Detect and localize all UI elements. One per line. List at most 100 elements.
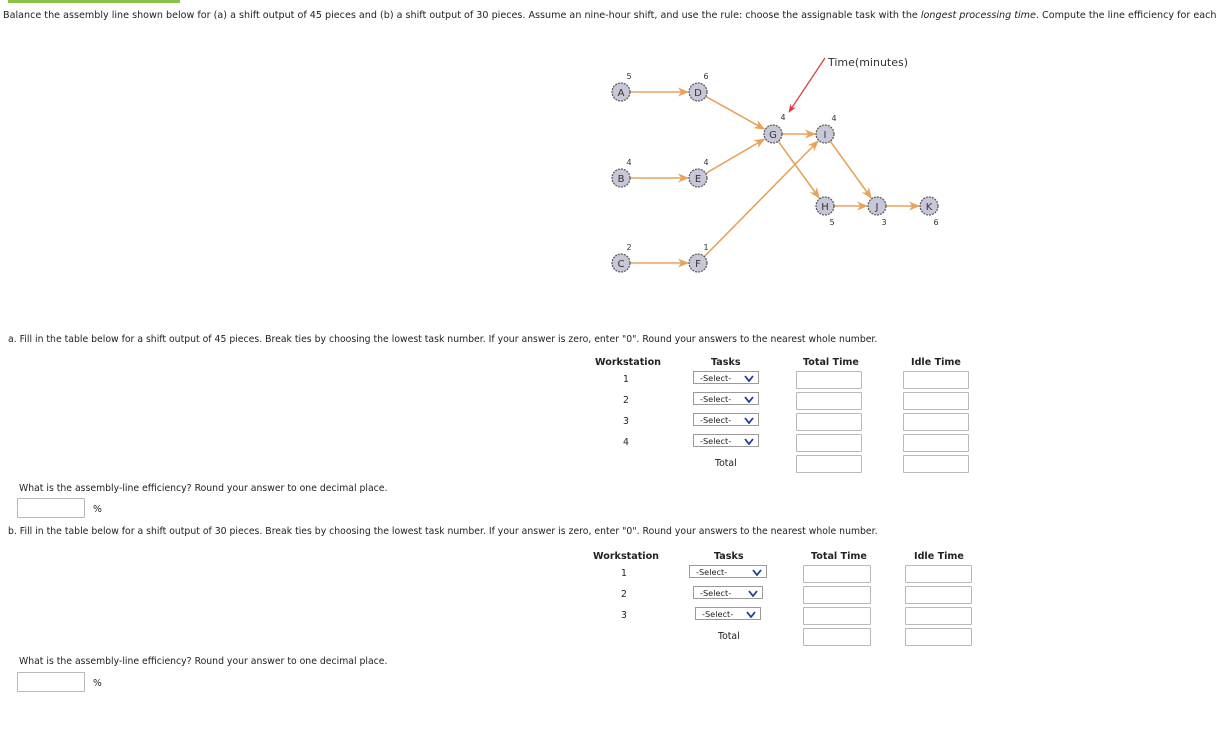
part-a-total-time-input-4[interactable] <box>796 434 862 452</box>
task-node-circle <box>611 253 631 273</box>
part-b-percent-unit: % <box>93 678 102 689</box>
task-node-D: D6 <box>688 72 709 102</box>
part-b-total-time-total-input[interactable] <box>803 628 871 646</box>
precedence-edge-F-I <box>703 140 819 258</box>
part-a-tasks-select-4[interactable]: -Select- <box>693 434 759 447</box>
task-time-label: 5 <box>626 72 631 81</box>
precedence-edge-G-H <box>777 140 820 199</box>
part-b-station-number: 1 <box>621 568 627 579</box>
part-b-idle-time-input-2[interactable] <box>905 586 972 604</box>
task-time-label: 3 <box>881 218 886 227</box>
task-node-I: I4 <box>815 114 837 144</box>
task-time-label: 4 <box>831 114 836 123</box>
task-time-label: 2 <box>626 243 631 252</box>
part-b-idle-time-total-input[interactable] <box>905 628 972 646</box>
task-node-circle <box>867 196 887 216</box>
part-b-total-time-input-1[interactable] <box>803 565 871 583</box>
statement-emphasis: longest processing time <box>920 10 1036 21</box>
part-b-efficiency-question: What is the assembly-line efficiency? Ro… <box>19 656 388 667</box>
part-a-header-tasks: Tasks <box>711 357 741 368</box>
part-a-total-time-total-input[interactable] <box>796 455 862 473</box>
chevron-down-icon <box>752 569 762 576</box>
part-a-idle-time-input-1[interactable] <box>903 371 969 389</box>
part-b-station-number: 3 <box>621 610 627 621</box>
part-a-idle-time-input-4[interactable] <box>903 434 969 452</box>
task-node-G: G4 <box>763 113 786 144</box>
task-time-label: 1 <box>703 243 708 252</box>
precedence-edge-D-G <box>705 95 766 130</box>
select-value: -Select- <box>700 436 732 446</box>
task-node-circle <box>919 196 939 216</box>
part-a-header-workstation: Workstation <box>595 357 662 368</box>
task-time-label: 4 <box>780 113 785 122</box>
part-b-efficiency-input[interactable] <box>17 672 85 692</box>
precedence-edge-I-J <box>829 140 872 199</box>
part-a-total-time-input-1[interactable] <box>796 371 862 389</box>
task-node-label: B <box>618 174 625 185</box>
part-a-idle-time-input-2[interactable] <box>903 392 969 410</box>
task-node-B: B4 <box>611 158 632 188</box>
part-a-idle-time-input-3[interactable] <box>903 413 969 431</box>
part-b-idle-time-input-3[interactable] <box>905 607 972 625</box>
select-value: -Select- <box>702 609 734 619</box>
task-node-F: F1 <box>688 243 709 273</box>
task-node-circle <box>611 82 631 102</box>
task-time-label: 4 <box>703 158 708 167</box>
task-node-circle <box>611 168 631 188</box>
part-a-instructions: a. Fill in the table below for a shift o… <box>8 334 878 345</box>
progress-accent-bar <box>8 0 180 3</box>
part-a-station-number: 2 <box>623 395 629 406</box>
part-b-header-total-time: Total Time <box>811 551 867 562</box>
task-node-label: K <box>926 202 933 213</box>
task-node-label: C <box>618 259 625 270</box>
part-b-header-workstation: Workstation <box>593 551 660 562</box>
select-value: -Select- <box>700 373 732 383</box>
part-a-total-label: Total <box>715 458 737 469</box>
task-node-H: H5 <box>815 196 835 227</box>
part-a-total-time-input-3[interactable] <box>796 413 862 431</box>
part-b-tasks-select-1[interactable]: -Select- <box>689 565 767 578</box>
task-node-A: A5 <box>611 72 632 102</box>
task-node-E: E4 <box>688 158 709 188</box>
select-value: -Select- <box>700 394 732 404</box>
part-a-station-number: 1 <box>623 374 629 385</box>
task-time-label: 6 <box>703 72 708 81</box>
part-b-idle-time-input-1[interactable] <box>905 565 972 583</box>
part-a-percent-unit: % <box>93 504 102 515</box>
task-node-label: E <box>695 174 701 185</box>
select-value: -Select- <box>700 588 732 598</box>
statement-text-end: . Compute the line efficiency for each c… <box>1035 10 1217 21</box>
part-b-instructions: b. Fill in the table below for a shift o… <box>8 526 878 537</box>
part-b-header-idle-time: Idle Time <box>914 551 964 562</box>
part-a-idle-time-total-input[interactable] <box>903 455 969 473</box>
task-time-label: 5 <box>829 218 834 227</box>
part-b-header-tasks: Tasks <box>714 551 744 562</box>
task-time-label: 6 <box>933 218 938 227</box>
part-b-total-time-input-3[interactable] <box>803 607 871 625</box>
statement-text: Balance the assembly line shown below fo… <box>3 10 921 21</box>
chevron-down-icon <box>744 375 754 382</box>
problem-statement: Balance the assembly line shown below fo… <box>3 10 1217 21</box>
part-a-total-time-input-2[interactable] <box>796 392 862 410</box>
task-node-label: A <box>618 88 625 99</box>
select-value: -Select- <box>696 567 728 577</box>
task-node-label: H <box>821 202 829 213</box>
task-node-label: J <box>875 202 879 213</box>
part-b-tasks-select-3[interactable]: -Select- <box>695 607 761 620</box>
part-b-tasks-select-2[interactable]: -Select- <box>693 586 763 599</box>
part-b-total-label: Total <box>718 631 740 642</box>
chevron-down-icon <box>744 396 754 403</box>
annotation-pointer <box>788 57 826 113</box>
task-node-C: C2 <box>611 243 632 273</box>
select-value: -Select- <box>700 415 732 425</box>
part-b-total-time-input-2[interactable] <box>803 586 871 604</box>
part-a-tasks-select-1[interactable]: -Select- <box>693 371 759 384</box>
part-a-efficiency-input[interactable] <box>17 498 85 518</box>
chevron-down-icon <box>746 611 756 618</box>
task-node-circle <box>815 124 835 144</box>
part-a-tasks-select-3[interactable]: -Select- <box>693 413 759 426</box>
part-b-station-number: 2 <box>621 589 627 600</box>
task-time-label: 4 <box>626 158 631 167</box>
part-a-tasks-select-2[interactable]: -Select- <box>693 392 759 405</box>
chevron-down-icon <box>744 417 754 424</box>
